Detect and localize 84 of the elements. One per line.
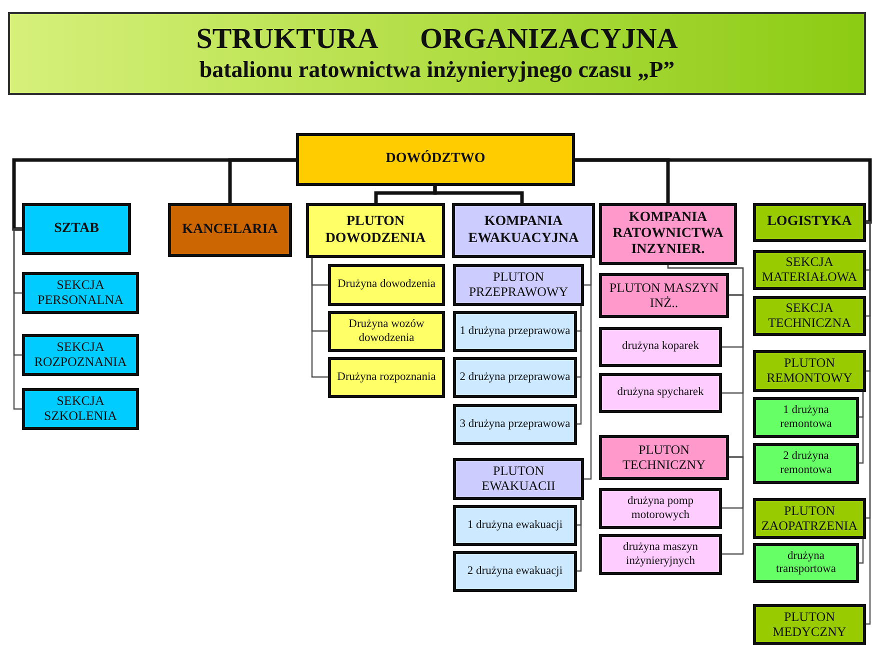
- connector-line: [667, 264, 744, 458]
- unit-name: Drużyna dowodzenia: [337, 278, 436, 292]
- unit-name: drużyna transportowa: [774, 550, 838, 576]
- unit-name: 3 drużyna przeprawowa: [460, 418, 570, 432]
- unit-name: PLUTON PRZEPRAWOWY: [468, 270, 570, 300]
- unit-name: 1 drużyna przeprawowa: [460, 324, 570, 338]
- unit-name: KANCELARIA: [182, 222, 278, 238]
- unit-box: [753, 203, 866, 242]
- unit-box: [453, 551, 577, 592]
- connector-line: [858, 391, 864, 464]
- unit-box: [22, 272, 139, 314]
- connector-line: [573, 158, 872, 224]
- connector-line: [721, 456, 744, 555]
- unit-name: PLUTON MASZYN INŻ..: [608, 280, 720, 310]
- unit-box: [22, 388, 139, 430]
- unit-box: [753, 604, 866, 645]
- unit-box: [599, 534, 722, 575]
- unit-name: SEKCJA SZKOLENIA: [43, 394, 118, 424]
- unit-box: [599, 373, 722, 413]
- unit-name: drużyna koparek: [622, 340, 699, 354]
- unit-box: [753, 350, 866, 392]
- unit-box: [753, 250, 866, 290]
- connector-line: [583, 257, 592, 480]
- unit-name: PLUTON REMONTOWY: [766, 356, 854, 386]
- unit-box: [753, 543, 859, 583]
- unit-name: LOGISTYKA: [767, 214, 852, 231]
- unit-name: SEKCJA MATERIAŁOWA: [760, 255, 858, 285]
- connector-line: [576, 305, 582, 425]
- connector-line: [576, 499, 582, 572]
- unit-box: [452, 203, 595, 258]
- unit-box: [328, 357, 445, 398]
- connector-line: [311, 257, 329, 378]
- unit-name: KOMPANIA EWAKUACYJNA: [467, 214, 580, 247]
- unit-box: [599, 488, 722, 529]
- unit-box: [328, 264, 445, 306]
- unit-box: [753, 443, 859, 484]
- unit-name: KOMPANIA RATOWNICTWA INZYNIER.: [612, 210, 724, 258]
- unit-box: [453, 505, 577, 546]
- unit-name: 1 drużyna remontowa: [779, 404, 833, 431]
- unit-box: [599, 203, 737, 265]
- unit-box: [599, 273, 729, 318]
- connector-line: [865, 221, 871, 625]
- unit-name: PLUTON MEDYCZNY: [772, 610, 848, 640]
- connector-line: [13, 228, 23, 410]
- unit-name: SEKCJA TECHNICZNA: [766, 301, 852, 331]
- unit-box: [753, 296, 866, 336]
- unit-name: PLUTON DOWODZENIA: [324, 214, 427, 247]
- unit-box: [599, 435, 729, 480]
- unit-name: PLUTON EWAKUACII: [480, 464, 556, 494]
- unit-box: [453, 404, 577, 445]
- unit-name: SEKCJA ROZPOZNANIA: [33, 340, 128, 370]
- unit-box: [328, 311, 445, 352]
- unit-name: DOWÓDZTWO: [386, 151, 486, 168]
- unit-box: [453, 311, 577, 352]
- unit-box: [453, 264, 584, 306]
- unit-name: PLUTON ZAOPATRZENIA: [760, 504, 859, 534]
- unit-name: drużyna spycharek: [617, 386, 704, 400]
- unit-name: drużyna pomp motorowych: [626, 495, 695, 522]
- unit-name: drużyna maszyn inżynieryjnych: [622, 541, 700, 568]
- unit-box: [22, 334, 139, 376]
- unit-box: [296, 133, 575, 186]
- unit-name: 1 drużyna ewakuacji: [467, 518, 563, 532]
- unit-box: [453, 357, 577, 398]
- unit-box: [753, 498, 866, 539]
- unit-box: [599, 327, 722, 367]
- unit-name: Drużyna wozów dowodzenia: [348, 318, 426, 345]
- connector-line: [721, 294, 744, 394]
- unit-name: PLUTON TECHNICZNY: [621, 442, 707, 472]
- unit-box: [168, 203, 292, 257]
- diagram-subtitle: batalionu ratownictwa inżynieryjnego czasu „P”: [199, 56, 675, 84]
- unit-name: 2 drużyna przeprawowa: [460, 370, 570, 384]
- unit-name: SEKCJA PERSONALNA: [36, 278, 124, 308]
- connector-line: [858, 538, 864, 564]
- unit-name: 2 drużyna remontowa: [779, 450, 833, 477]
- unit-name: SZTAB: [54, 220, 99, 238]
- unit-box: [306, 203, 445, 258]
- unit-name: 2 drużyna ewakuacji: [467, 564, 563, 578]
- unit-box: [753, 397, 859, 438]
- unit-name: Drużyna rozpoznania: [337, 370, 436, 384]
- diagram-title: STRUKTURA ORGANIZACYJNA: [196, 24, 678, 56]
- connector-line: [433, 184, 524, 205]
- unit-box: [453, 458, 584, 500]
- connector-line: [228, 158, 298, 205]
- unit-box: [22, 203, 131, 255]
